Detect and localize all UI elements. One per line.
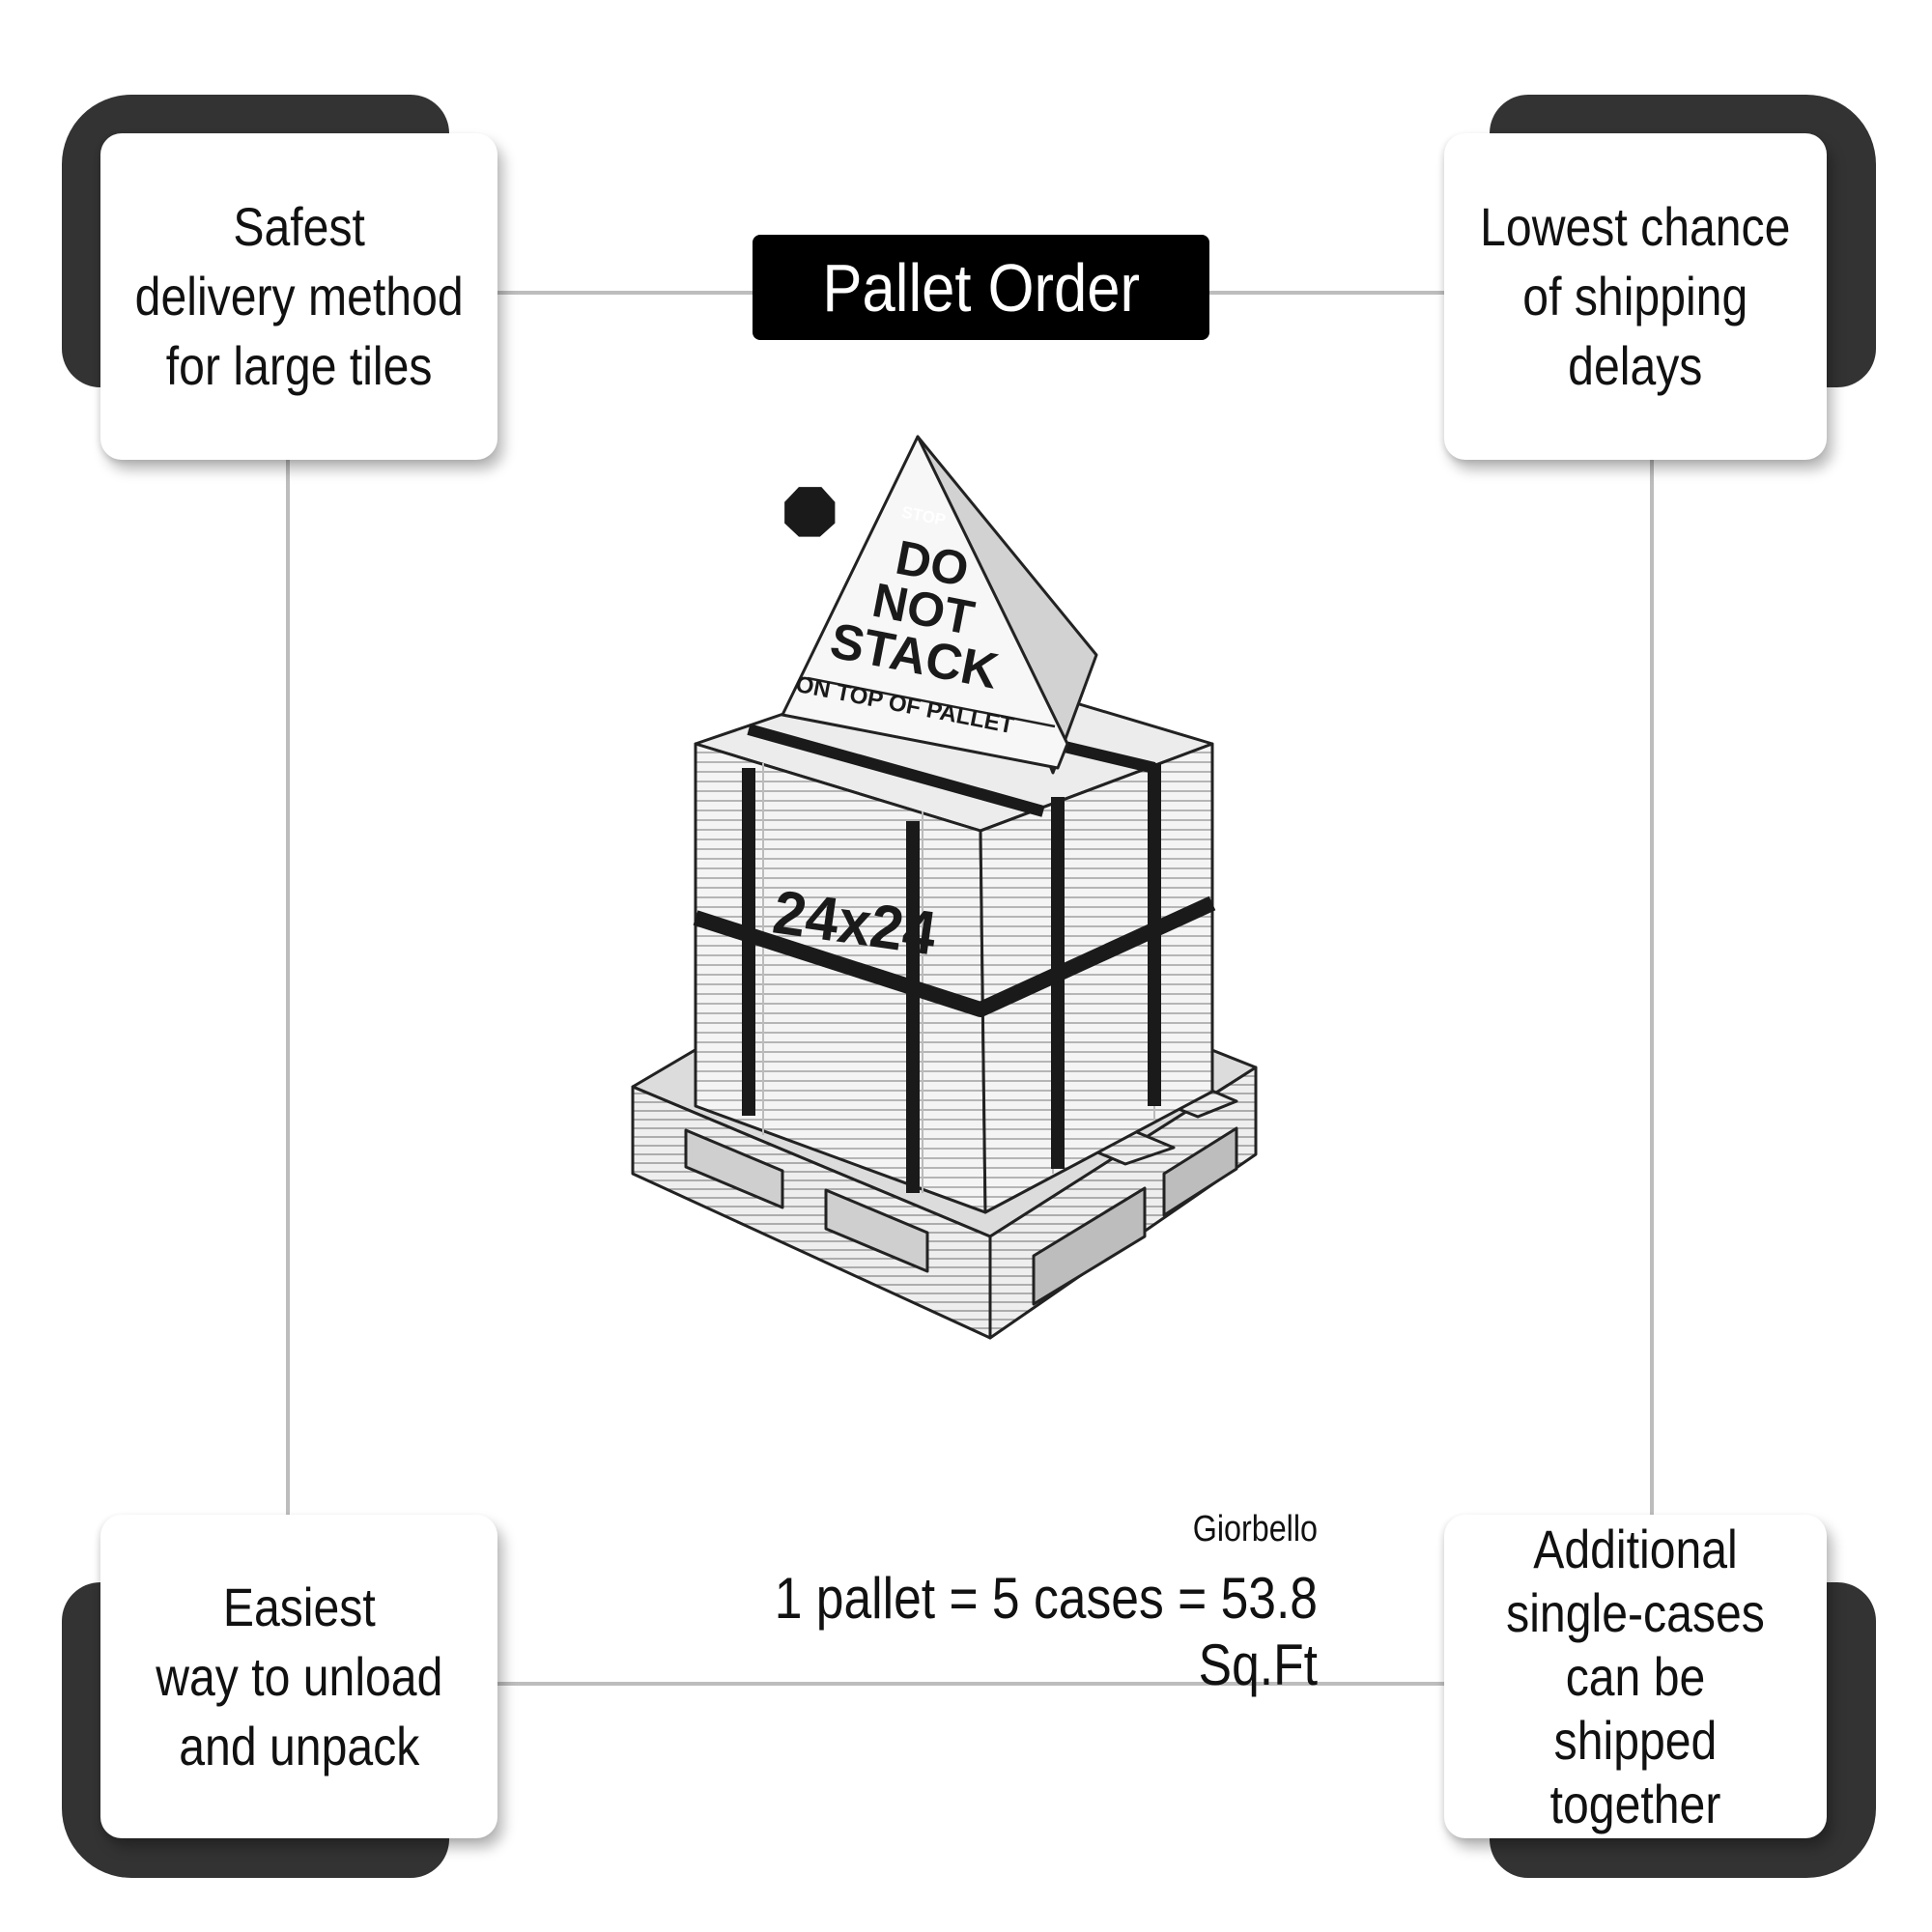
benefit-card-bottom-left: Easiest way to unload and unpack [100,1515,497,1838]
connector-right [1650,460,1654,1515]
do-not-stack-sign [781,435,1098,775]
tile-stack [693,660,1216,1214]
page-title: Pallet Order [822,249,1140,326]
connector-bottom [497,1682,1444,1686]
benefit-card-bottom-right: Additional single-cases can be shipped t… [1444,1515,1827,1838]
connector-top-left [497,291,753,295]
benefit-text-bottom-right: Additional single-cases can be shipped t… [1506,1518,1765,1834]
title-banner: Pallet Order [753,235,1209,340]
benefit-card-top-right: Lowest chance of shipping delays [1444,133,1827,460]
connector-top-right [1209,291,1444,295]
benefit-text-bottom-left: Easiest way to unload and unpack [155,1576,443,1776]
pallet-formula: 1 pallet = 5 cases = 53.8 Sq.Ft [774,1566,1318,1697]
pallet-illustration: 24x24 STOP DO NOT STACK ON TOP OF PALLET [631,435,1258,1340]
brand-label: Giorbello [1192,1509,1318,1549]
benefit-text-top-left: Safest delivery method for large tiles [134,196,464,396]
benefit-text-top-right: Lowest chance of shipping delays [1480,196,1791,396]
connector-left [286,460,290,1515]
benefit-card-top-left: Safest delivery method for large tiles [100,133,497,460]
